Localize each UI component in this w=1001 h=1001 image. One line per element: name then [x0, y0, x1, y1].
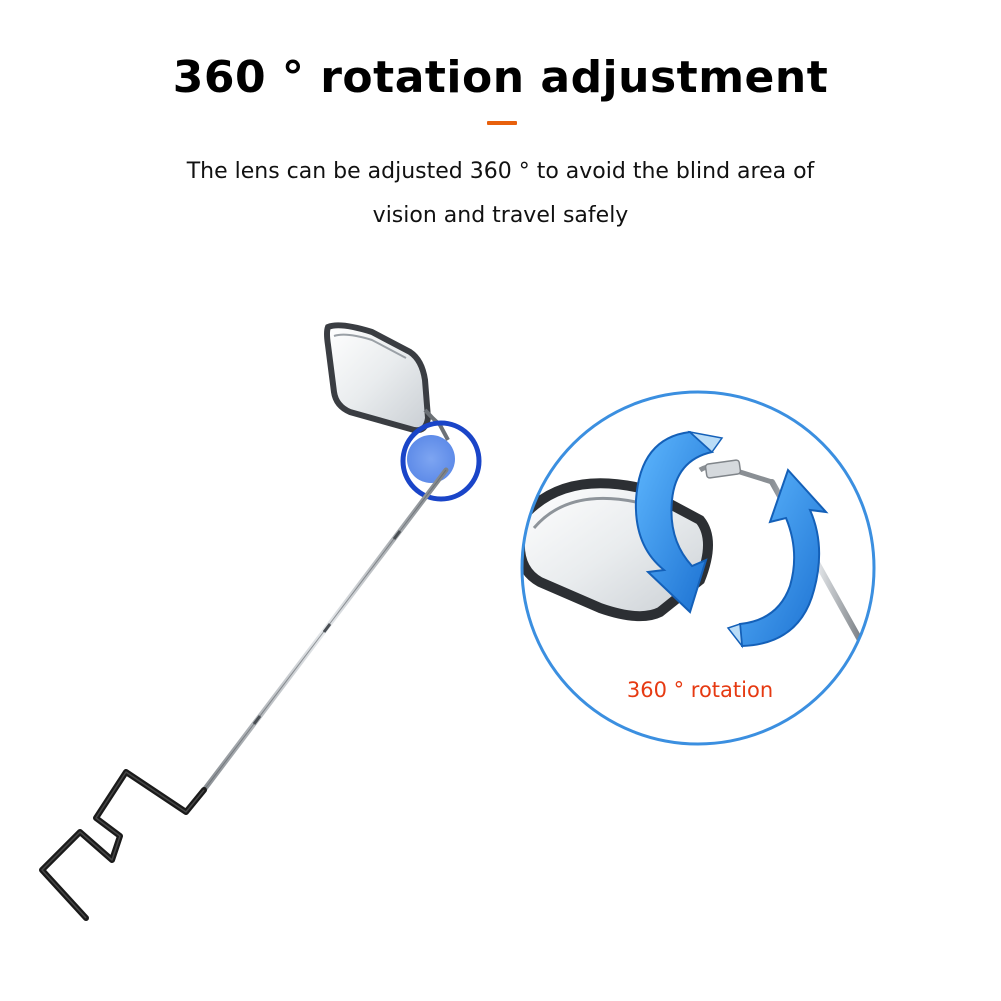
title-accent-bar [487, 121, 517, 125]
rotation-label: 360 ° rotation [626, 678, 774, 702]
description: The lens can be adjusted 360 ° to avoid … [150, 150, 851, 238]
page-title: 360 ° rotation adjustment [172, 52, 829, 103]
joint-highlight-ring [400, 420, 482, 502]
curved-rotation-arrows-icon [634, 430, 829, 649]
description-line-2: vision and travel safely [372, 203, 629, 228]
joint-highlight-dot [407, 435, 455, 483]
description-line-1: The lens can be adjusted 360 ° to avoid … [186, 159, 815, 184]
mirror-lens [324, 322, 432, 434]
